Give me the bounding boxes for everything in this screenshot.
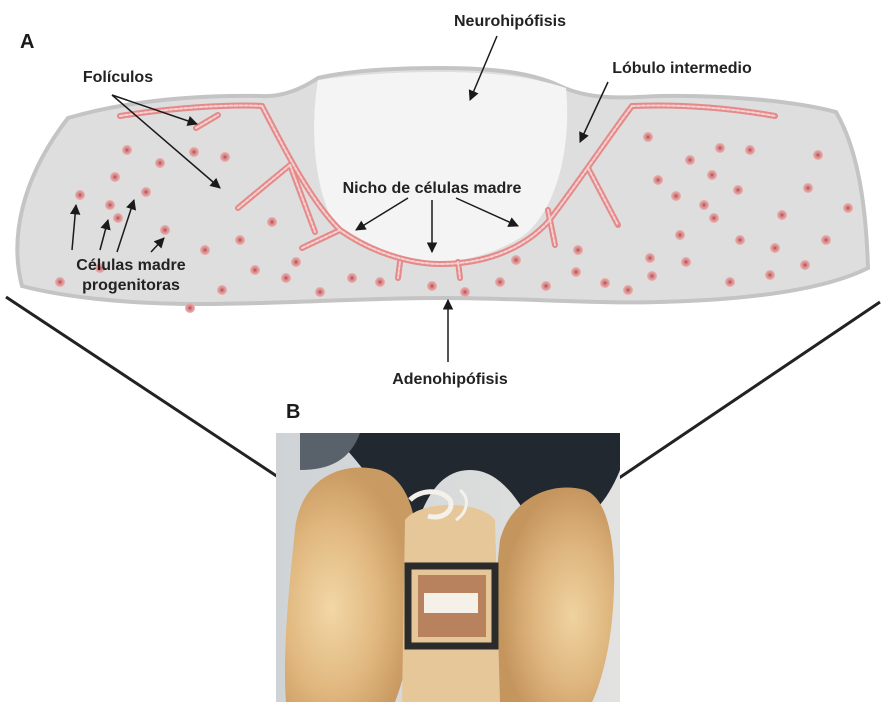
- label-foliculos: Folículos: [83, 69, 153, 86]
- dissection-photo: [276, 433, 620, 702]
- label-nicho: Nicho de células madre: [343, 180, 522, 197]
- label-lobulo-intermedio: Lóbulo intermedio: [612, 60, 752, 77]
- panel-a-label: A: [20, 31, 34, 53]
- panel-b-label: B: [286, 401, 300, 423]
- label-celulas-line1: Células madre: [76, 257, 185, 274]
- label-neurohipofisis: Neurohipófisis: [454, 13, 566, 30]
- label-adenohipofisis: Adenohipófisis: [392, 371, 508, 388]
- label-celulas-line2: progenitoras: [82, 277, 180, 294]
